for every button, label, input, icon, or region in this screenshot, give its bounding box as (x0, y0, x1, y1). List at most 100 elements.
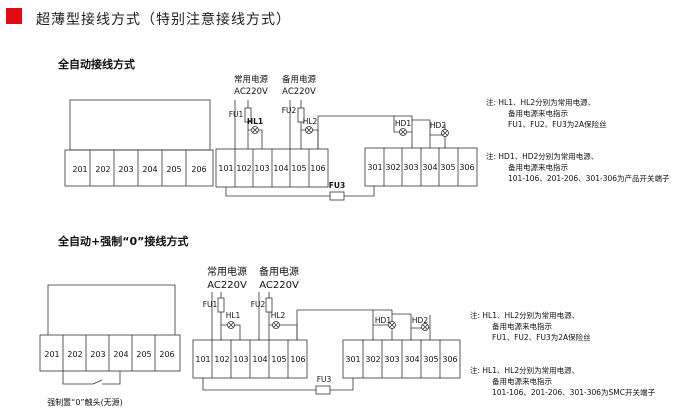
s1-note-1-line-1: HL1、HL2分别为常用电源、 (498, 98, 596, 107)
left-terminal-block (64, 149, 214, 187)
s1-fu1-label: FU1 (229, 110, 244, 119)
s2-power1-name: 常用电源 (207, 265, 247, 278)
s1-fu3-label: FU3 (329, 181, 345, 190)
fuse-fu3-symbol (329, 191, 345, 201)
wire-fu3-left (225, 187, 330, 197)
s1-terminal-203: 203 (118, 165, 133, 174)
s1-terminal-104: 104 (273, 164, 288, 173)
s2-terminal-102: 102 (214, 355, 229, 364)
s2-terminal-305: 305 (423, 355, 438, 364)
left-device-frame-2 (47, 284, 176, 335)
left-terminal-block-2 (39, 334, 181, 372)
s2-terminal-103: 103 (233, 355, 248, 364)
page-title: 超薄型接线方式（特别注意接线方式） (36, 12, 291, 28)
s1-note-1-line-2: 备用电源来电指示 (508, 109, 568, 118)
s1-terminal-102: 102 (236, 164, 251, 173)
s1-terminal-301: 301 (367, 163, 382, 172)
section2-diagram (39, 284, 461, 395)
s2-fu1-label: FU1 (203, 300, 218, 309)
s2-power2-voltage: AC220V (259, 280, 299, 291)
s2-hl2-label: HL2 (271, 311, 286, 320)
fuse-fu2-symbol-2 (265, 297, 273, 313)
s2-fu2-label: FU2 (251, 300, 266, 309)
s1-note-1: 注: HL1、HL2分别为常用电源、 备用电源来电指示 FU1、FU2、FU3为… (486, 97, 607, 130)
s2-hd2-label: HD2 (412, 316, 428, 325)
s2-terminal-204: 204 (113, 350, 128, 359)
s1-hl1-label: HL1 (247, 117, 263, 126)
s1-note-2-prefix: 注: (486, 152, 497, 161)
s2-note-2-prefix: 注: (470, 366, 481, 375)
s1-terminal-304: 304 (422, 163, 437, 172)
s1-power2-voltage: AC220V (282, 87, 316, 97)
s2-note-1-prefix: 注: (470, 311, 481, 320)
s1-power1-voltage: AC220V (234, 87, 268, 97)
fuse-fu3-symbol-2 (315, 385, 331, 395)
s1-terminal-306: 306 (459, 163, 474, 172)
s2-note-2-line-1: HL1、HL2分别为常用电源、 (482, 366, 580, 375)
s1-hd2-label: HD2 (430, 121, 446, 130)
s2-terminal-304: 304 (404, 355, 419, 364)
s2-note-1-line-1: HL1、HL2分别为常用电源、 (482, 311, 580, 320)
s2-terminal-206: 206 (159, 350, 174, 359)
section2-title: 全自动+强制“0”接线方式 (58, 235, 189, 248)
s2-terminal-104: 104 (252, 355, 267, 364)
s2-fu3-label: FU3 (317, 375, 332, 384)
s1-fu2-label: FU2 (282, 106, 297, 115)
s2-note-2-line-2: 备用电源来电指示 (492, 377, 552, 386)
s1-hd1-label: HD1 (395, 119, 411, 128)
s1-terminal-202: 202 (95, 165, 110, 174)
section1-title: 全自动接线方式 (58, 58, 135, 71)
s2-hd1-label: HD1 (375, 316, 391, 325)
red-marker-icon (6, 8, 22, 24)
fuse-fu1-symbol-2 (217, 297, 225, 313)
s1-note-2: 注: HD1、HD2分别为常用电源、 备用电源来电指示 101-106、201-… (486, 151, 670, 184)
s2-note-1: 注: HL1、HL2分别为常用电源、 备用电源来电指示 FU1、FU2、FU3为… (470, 310, 591, 343)
wire-fu3-right-2 (330, 378, 354, 391)
s1-terminal-201: 201 (72, 165, 87, 174)
s2-terminal-202: 202 (67, 350, 82, 359)
s2-power2-name: 备用电源 (259, 265, 299, 278)
s2-terminal-201: 201 (44, 350, 59, 359)
s2-terminal-105: 105 (271, 355, 286, 364)
s2-terminal-205: 205 (136, 350, 151, 359)
s1-terminal-206: 206 (191, 165, 206, 174)
s1-note-1-line-3: FU1、FU2、FU3为2A保险丝 (508, 120, 607, 129)
section1-diagram (64, 99, 478, 201)
s2-terminal-306: 306 (442, 355, 457, 364)
s2-hl1-label: HL1 (226, 311, 241, 320)
page-header: 超薄型接线方式（特别注意接线方式） (0, 0, 680, 34)
s1-terminal-204: 204 (142, 165, 157, 174)
s2-terminal-302: 302 (365, 355, 380, 364)
s1-terminal-105: 105 (291, 164, 306, 173)
s2-note-2-line-3: 101-106、201-206、301-306为SMC开关端子 (492, 388, 655, 397)
s1-note-2-line-1: HD1、HD2分别为常用电源、 (498, 152, 599, 161)
s2-contact-label: 强制置“0”触头(无源) (47, 397, 123, 407)
s1-power2-name: 备用电源 (282, 74, 317, 85)
s2-note-2: 注: HL1、HL2分别为常用电源、 备用电源来电指示 101-106、201-… (470, 365, 655, 398)
s2-terminal-101: 101 (195, 355, 210, 364)
s1-note-1-prefix: 注: (486, 98, 497, 107)
s1-terminal-303: 303 (403, 163, 418, 172)
s2-terminal-303: 303 (384, 355, 399, 364)
wire-fu3-right (344, 186, 375, 197)
s1-note-2-line-2: 备用电源来电指示 (508, 163, 568, 172)
s2-terminal-106: 106 (290, 355, 305, 364)
s2-note-1-line-3: FU1、FU2、FU3为2A保险丝 (492, 333, 591, 342)
s1-terminal-302: 302 (385, 163, 400, 172)
s1-terminal-205: 205 (166, 165, 181, 174)
s1-note-2-line-3: 101-106、201-206、301-306为产品开关端子 (508, 174, 670, 183)
right-terminal-block-2 (342, 339, 461, 379)
s2-note-1-line-2: 备用电源来电指示 (492, 322, 552, 331)
s2-terminal-301: 301 (345, 355, 360, 364)
s1-terminal-103: 103 (254, 164, 269, 173)
s2-terminal-203: 203 (90, 350, 105, 359)
force-zero-contact-symbol (62, 371, 121, 385)
s1-terminal-106: 106 (310, 164, 325, 173)
s2-power1-voltage: AC220V (207, 280, 247, 291)
left-device-frame (69, 99, 211, 151)
s1-terminal-101: 101 (218, 164, 233, 173)
s1-terminal-305: 305 (440, 163, 455, 172)
s1-power1-name: 常用电源 (234, 74, 269, 85)
s1-hl2-label: HL2 (303, 117, 318, 126)
